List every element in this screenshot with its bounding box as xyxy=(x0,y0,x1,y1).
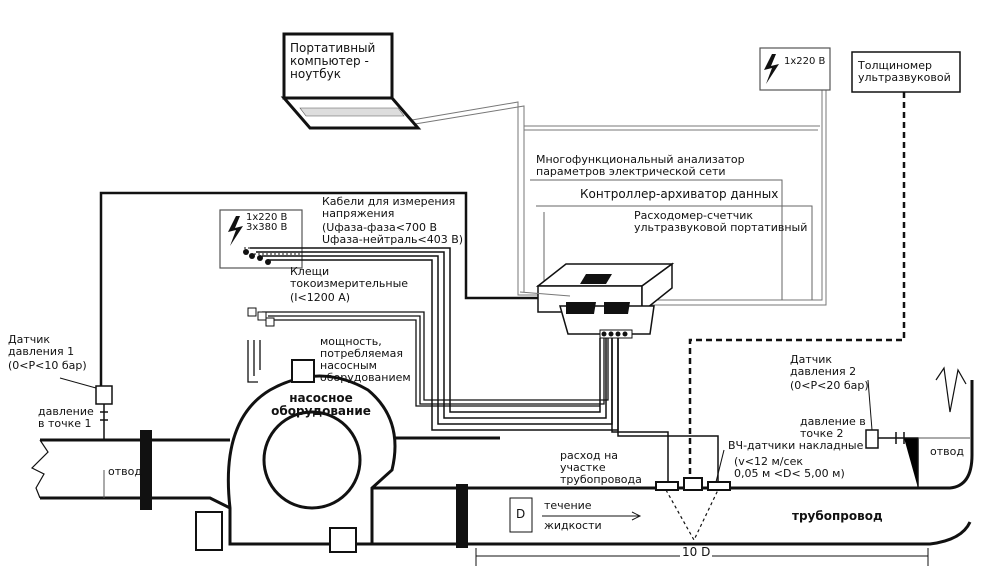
distance-label: 10 D xyxy=(680,545,713,559)
pump-icon xyxy=(195,359,397,553)
voltage-dotted xyxy=(244,247,300,255)
power-top-label: 1x220 В xyxy=(784,56,826,67)
hf-sensors-line1: (v<12 м/сек xyxy=(734,455,803,468)
sensor1-cable xyxy=(99,191,560,388)
laptop-icon[interactable] xyxy=(280,32,422,130)
pipeline xyxy=(40,380,974,546)
current-clamp xyxy=(265,317,275,327)
ultrasonic-path xyxy=(665,489,719,542)
hf-sensor-right xyxy=(707,481,731,491)
sensor2-range: (0<P<20 бар) xyxy=(790,379,869,392)
power-panel-lightning-icon xyxy=(228,216,243,246)
hf-sensor-left xyxy=(655,481,679,491)
pump-label: насосное оборудование xyxy=(271,391,371,418)
hf-sensors-line2: 0,05 м <D< 5,00 м) xyxy=(734,467,845,480)
sensor2-title: Датчик давления 2 xyxy=(790,353,857,378)
pressure-sensor-2 xyxy=(865,379,970,488)
cables-line2: Uфаза-нейтраль<403 В) xyxy=(322,233,464,246)
sensor1-pointer xyxy=(59,377,97,389)
pipeline-label: трубопровод xyxy=(792,509,883,523)
diameter-box xyxy=(509,497,533,533)
flow-arrow xyxy=(542,511,642,521)
pressure-sensor-1 xyxy=(95,385,113,498)
power-panel-line1: 1x220 В xyxy=(246,212,288,223)
controller-arrow xyxy=(519,291,571,297)
liquid-flow-line1: течение xyxy=(544,499,592,512)
power-top-lightning-icon xyxy=(764,54,779,84)
clamps-title: Клещи токоизмерительные xyxy=(290,265,409,290)
thickness-gauge-label: Толщиномер ультразвуковой xyxy=(858,59,951,84)
sensor1-title: Датчик давления 1 xyxy=(8,333,75,358)
hf-sensor-cables xyxy=(611,338,719,482)
flow-section-label: расход на участке трубопровода xyxy=(560,449,642,486)
controller-label: Контроллер-архиватор данных xyxy=(580,187,779,201)
laptop-link xyxy=(411,101,545,296)
laptop-to-controller xyxy=(524,125,820,131)
thickness-gauge-dashed-line xyxy=(688,92,906,482)
sensor1-outlet: отвод xyxy=(108,465,142,478)
flange-left xyxy=(140,430,152,510)
sensor1-point: давление в точке 1 xyxy=(38,405,94,430)
flange-right xyxy=(456,484,468,548)
laptop-label: Портативный компьютер - ноутбук xyxy=(290,41,376,81)
cables-title: Кабели для измерения напряжения xyxy=(322,195,456,220)
power-panel-line2: 3x380 В xyxy=(246,222,288,233)
current-clamp xyxy=(247,307,257,317)
power-link xyxy=(642,90,827,306)
sensor1-range: (0<P<10 бар) xyxy=(8,359,87,372)
flowmeter-label: Расходомер-счетчик ультразвуковой портат… xyxy=(634,209,808,234)
hf-sensor-middle xyxy=(683,477,703,491)
diameter-label: D xyxy=(516,507,526,521)
current-clamp xyxy=(257,311,267,321)
controller-frame xyxy=(536,205,813,300)
sensor2-point: давление в точке 2 xyxy=(800,415,866,440)
power-top-box xyxy=(759,47,831,91)
clamp-cable-bundle xyxy=(247,311,609,407)
thickness-gauge-box xyxy=(851,51,961,93)
pipe-break-right xyxy=(935,366,967,413)
power-consumed-label: мощность, потребляемая насосным оборудов… xyxy=(320,335,411,384)
liquid-flow-line2: жидкости xyxy=(544,519,602,532)
controller-device[interactable] xyxy=(535,262,675,339)
hf-sensors-title: ВЧ-датчики накладные xyxy=(728,439,864,452)
analyzer-label: Многофункциональный анализатор параметро… xyxy=(536,153,745,178)
sensor2-outlet: отвод xyxy=(930,445,964,458)
analyzer-frame xyxy=(530,179,783,300)
pipe-break-left xyxy=(30,439,49,499)
hf-sensors-pointer xyxy=(715,449,725,483)
clamps-range: (I<1200 A) xyxy=(290,291,351,304)
cables-line1: (Uфаза-фаза<700 В xyxy=(322,221,438,234)
